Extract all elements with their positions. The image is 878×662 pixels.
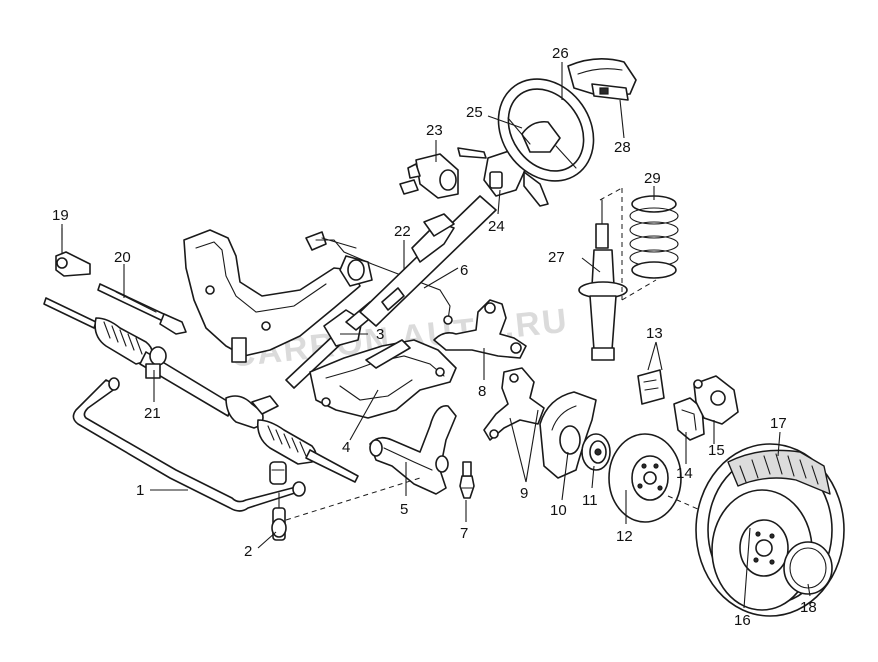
callout-2: 2 — [244, 543, 252, 560]
callout-28: 28 — [614, 139, 631, 156]
callout-11: 11 — [582, 492, 598, 509]
hub-cap — [783, 541, 833, 595]
steering-knuckle — [483, 367, 545, 441]
callout-4: 4 — [342, 439, 350, 456]
wheel-hub-bearing — [581, 433, 611, 471]
callout-14: 14 — [676, 465, 693, 482]
callout-24: 24 — [488, 218, 505, 235]
callout-labels: 1 2 3 4 5 6 7 8 9 10 11 12 13 14 15 16 1… — [52, 45, 817, 629]
callout-21: 21 — [144, 405, 161, 422]
steering-column — [359, 195, 497, 327]
brake-splash-shield — [539, 391, 597, 479]
airbag-connector — [591, 83, 629, 101]
brake-caliper — [693, 375, 739, 425]
callout-3: 3 — [376, 326, 384, 343]
callout-27: 27 — [548, 249, 565, 266]
callout-13: 13 — [646, 325, 663, 342]
callout-7: 7 — [460, 525, 468, 542]
lower-control-arm — [369, 405, 457, 495]
callout-17: 17 — [770, 415, 787, 432]
brake-disc — [608, 433, 682, 523]
callout-23: 23 — [426, 122, 443, 139]
steering-rack — [43, 297, 359, 483]
callout-22: 22 — [394, 223, 411, 240]
shock-absorber — [578, 199, 628, 361]
callout-6: 6 — [460, 262, 468, 279]
track-rod — [97, 283, 187, 335]
coil-spring — [629, 195, 679, 279]
callout-9: 9 — [520, 485, 528, 502]
callout-5: 5 — [400, 501, 408, 518]
callout-19: 19 — [52, 207, 69, 224]
caliper-bracket — [673, 397, 705, 441]
anti-roll-bar — [72, 377, 306, 512]
callout-16: 16 — [734, 612, 751, 629]
callout-15: 15 — [708, 442, 725, 459]
brake-pads — [637, 369, 665, 405]
callout-1: 1 — [136, 482, 144, 499]
ignition-lock — [399, 153, 459, 199]
steering-wheel — [497, 78, 595, 182]
callout-26: 26 — [552, 45, 569, 62]
front-subframe — [183, 229, 361, 363]
leader-lines — [61, 62, 811, 609]
callout-29: 29 — [644, 170, 661, 187]
callout-12: 12 — [616, 528, 633, 545]
callout-25: 25 — [466, 104, 483, 121]
assembly-lines — [285, 187, 701, 521]
callout-20: 20 — [114, 249, 131, 266]
crossmember-bracket — [309, 339, 457, 419]
callout-18: 18 — [800, 599, 817, 616]
brake-pipe — [315, 239, 453, 325]
ball-joint — [459, 461, 475, 499]
tie-rod-end — [55, 227, 91, 277]
callout-10: 10 — [550, 502, 567, 519]
upper-control-arm — [433, 299, 527, 359]
callout-8: 8 — [478, 383, 486, 400]
